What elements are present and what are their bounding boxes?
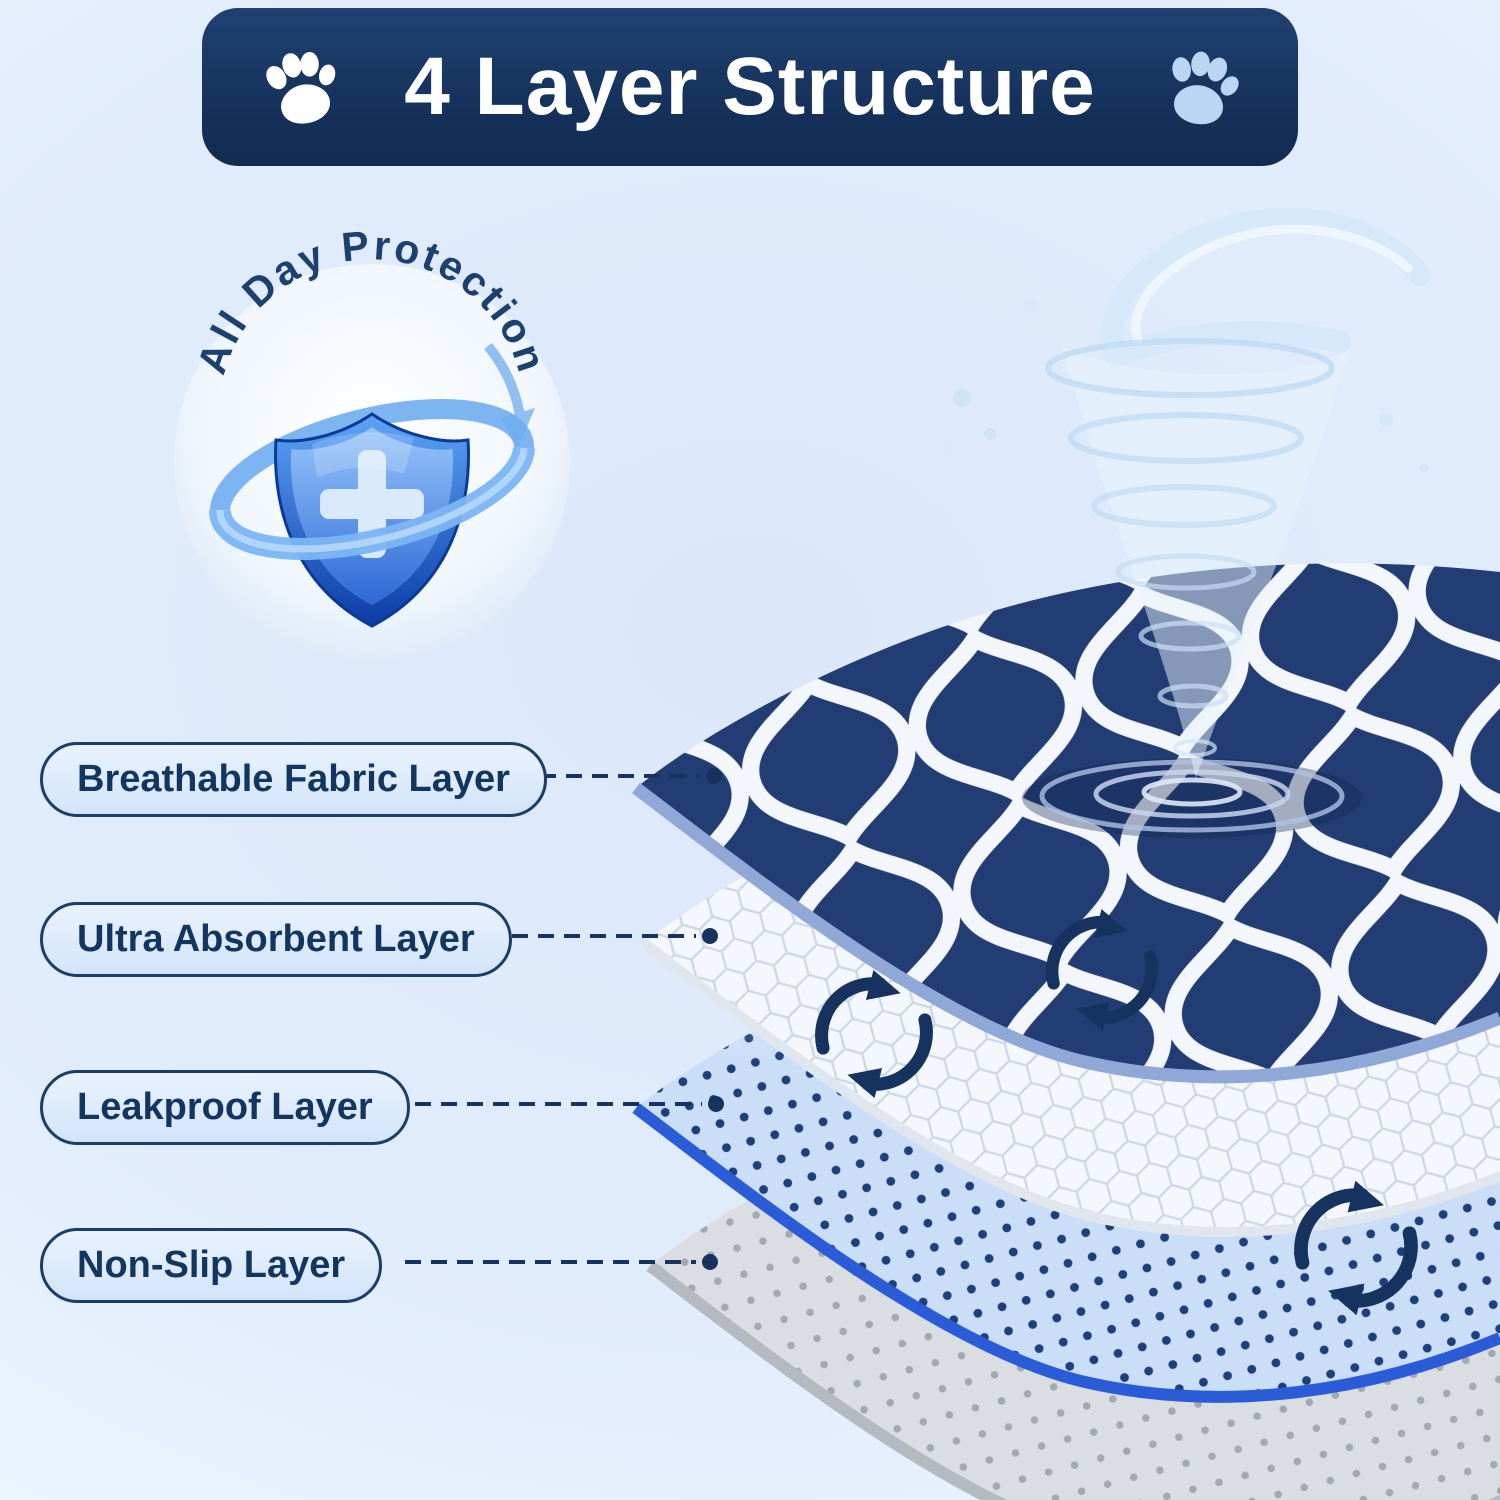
- page-title: 4 Layer Structure: [404, 41, 1096, 132]
- paw-icon: [266, 51, 336, 124]
- layer-label-leakproof: Leakproof Layer: [40, 1070, 410, 1145]
- water-tornado-icon: [943, 207, 1431, 778]
- splash-ripple: [1022, 758, 1362, 838]
- fabric-layers: [636, 563, 1500, 1500]
- label-connectors: [405, 774, 702, 1264]
- layer-label-breathable: Breathable Fabric Layer: [40, 742, 547, 817]
- title-banner: 4 Layer Structure: [202, 8, 1298, 166]
- layer-label-nonslip: Non-Slip Layer: [40, 1228, 383, 1303]
- connector-dots: [702, 768, 724, 1270]
- protection-badge: All Day Protection: [174, 222, 570, 660]
- shield-cross-icon: [208, 399, 535, 628]
- paw-icon: [1172, 51, 1239, 125]
- layer-label-absorbent: Ultra Absorbent Layer: [40, 902, 512, 977]
